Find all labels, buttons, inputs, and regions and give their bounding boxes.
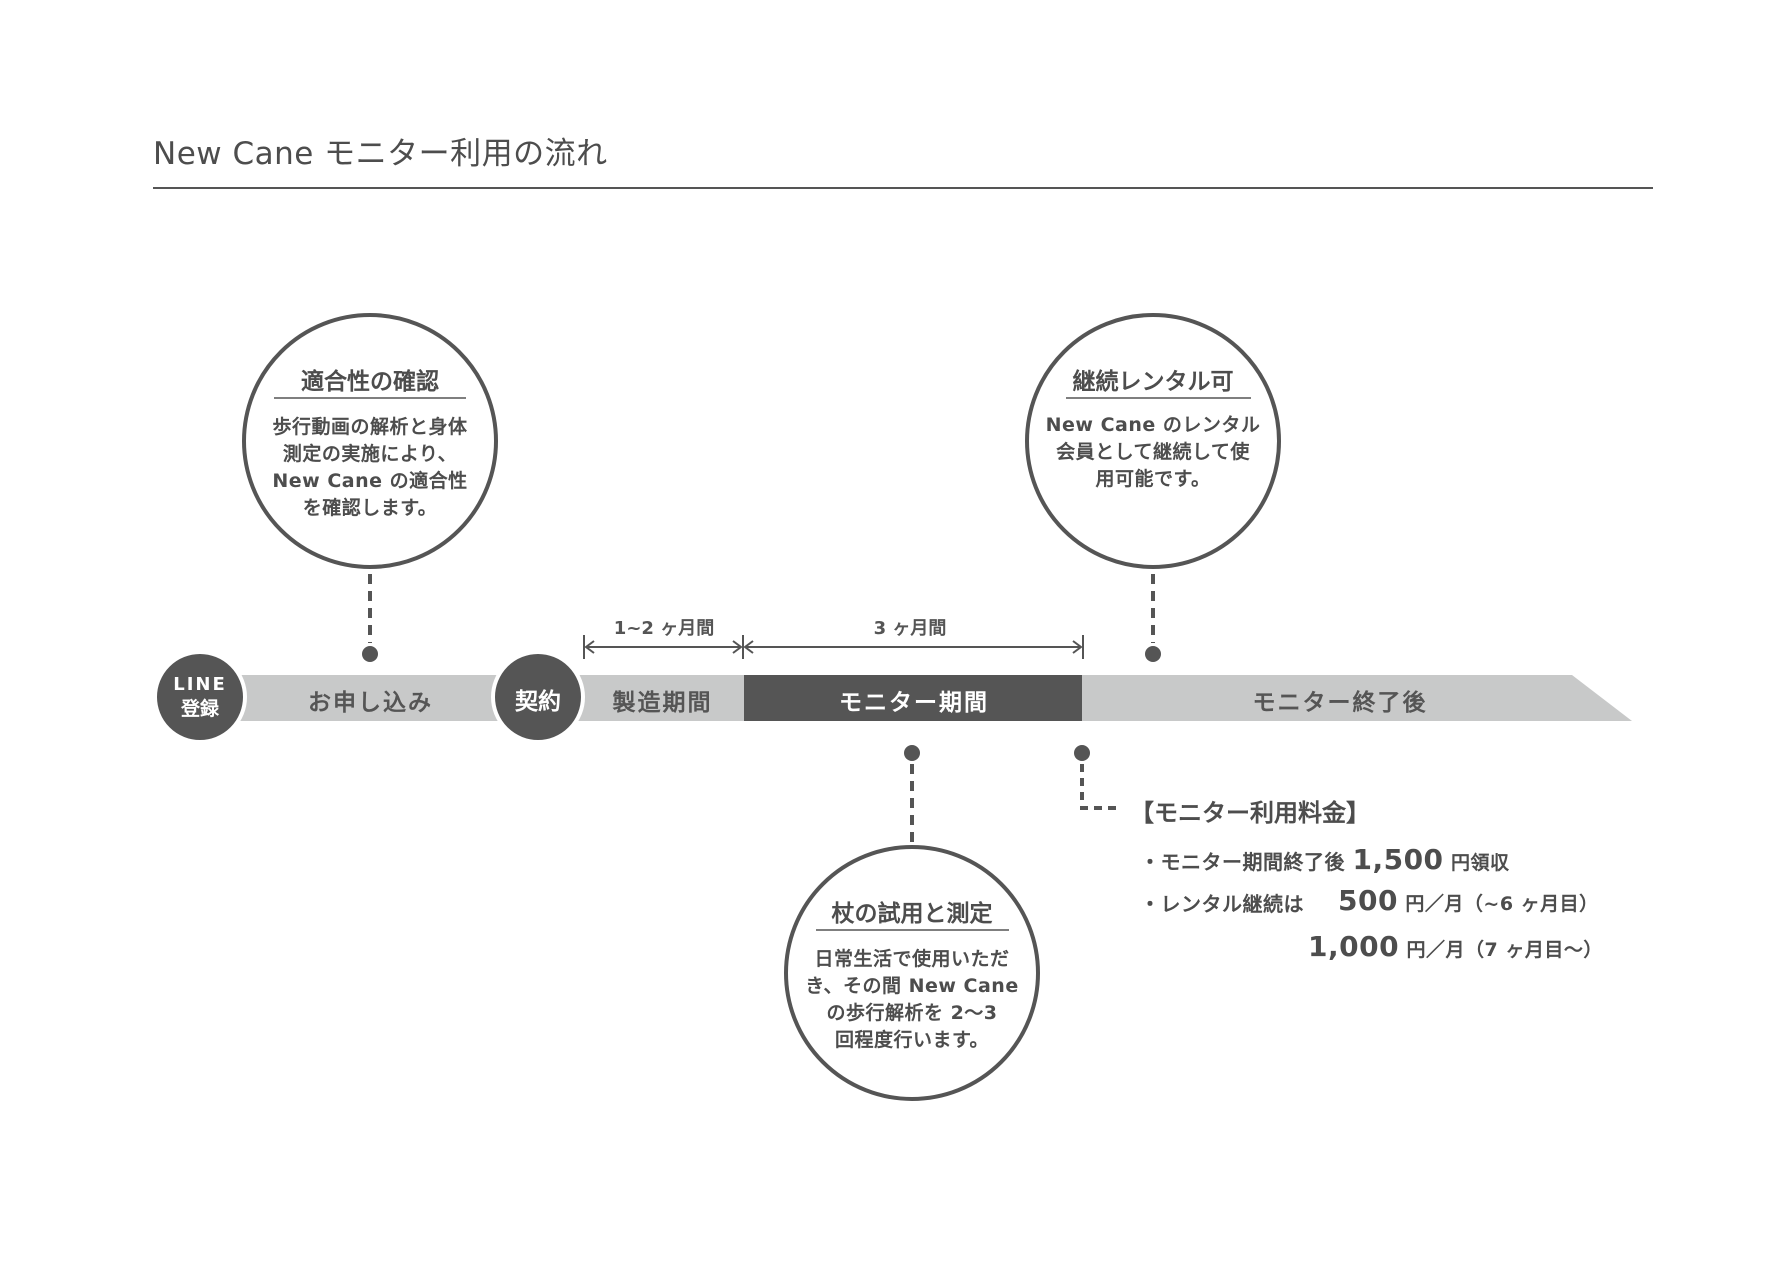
title-divider	[153, 187, 1653, 189]
fee-row-2-amount: 500	[1338, 884, 1398, 917]
trial-body: 日常生活で使用いただ き、その間 New Cane の歩行解析を 2〜3 回程度…	[787, 946, 1037, 1054]
compatibility-line: 測定の実施により、	[282, 443, 458, 465]
trial-title: 杖の試用と測定	[831, 901, 993, 927]
rental-line: 会員として継続して使	[1056, 441, 1250, 463]
trial-circle	[784, 845, 1040, 1101]
duration-arrow-manufacturing	[583, 635, 744, 659]
compatibility-body: 歩行動画の解析と身体 測定の実施により、 New Cane の適合性 を確認しま…	[250, 414, 490, 522]
rental-body: New Cane のレンタル 会員として継続して使 用可能です。	[1033, 412, 1273, 493]
fee-row-2-unit: 円／月（~6 ヶ月目）	[1405, 893, 1599, 915]
contract-badge: 契約	[515, 689, 561, 715]
page-title: New Cane モニター利用の流れ	[153, 136, 608, 172]
fee-row-3: 1,000 円／月（7 ヶ月目〜）	[1308, 930, 1603, 963]
fee-row-1-unit: 円領収	[1451, 852, 1510, 874]
duration-monitor: 3 ヶ月間	[873, 618, 947, 639]
trial-line: の歩行解析を 2〜3	[826, 1002, 998, 1024]
line-badge-circle	[153, 650, 247, 744]
compatibility-title: 適合性の確認	[301, 369, 439, 395]
contract-badge-circle	[491, 650, 585, 744]
monitor-label: モニター期間	[839, 690, 989, 716]
fee-row-1-label: ・モニター期間終了後	[1140, 850, 1345, 874]
compatibility-line: を確認します。	[302, 497, 438, 519]
rental-line: 用可能です。	[1095, 468, 1211, 490]
rental-line: New Cane のレンタル	[1045, 414, 1261, 436]
fee-row-3-amount: 1,000	[1308, 930, 1400, 963]
fee-row-2: ・レンタル継続は	[1140, 888, 1304, 917]
fee-dot	[1074, 745, 1090, 761]
trial-line: 回程度行います。	[834, 1029, 990, 1051]
trial-dot	[904, 745, 920, 761]
duration-arrow-monitor	[743, 635, 1084, 659]
line-badge: LINE 登録	[155, 673, 245, 721]
after-monitor-arrow	[1082, 675, 1632, 721]
after-monitor-label: モニター終了後	[1252, 690, 1428, 716]
fee-row-2-price: 500 円／月（~6 ヶ月目）	[1338, 884, 1599, 917]
fee-row-1: ・モニター期間終了後 1,500 円領収	[1140, 843, 1510, 876]
compatibility-circle	[242, 313, 498, 569]
fee-row-2-label: ・レンタル継続は	[1140, 892, 1304, 916]
compatibility-line: 歩行動画の解析と身体	[272, 416, 468, 438]
rental-dot	[1145, 646, 1161, 662]
manufacturing-bar	[565, 675, 745, 721]
line-badge-line2: 登録	[180, 698, 219, 720]
rental-circle	[1025, 313, 1281, 569]
fee-row-1-amount: 1,500	[1352, 843, 1444, 876]
line-badge-line1: LINE	[173, 674, 227, 695]
fee-connector	[1080, 764, 1118, 810]
apply-label: お申し込み	[308, 690, 433, 716]
trial-line: き、その間 New Cane	[805, 975, 1019, 997]
rental-title: 継続レンタル可	[1072, 369, 1234, 395]
compatibility-line: New Cane の適合性	[272, 470, 468, 492]
duration-manufacturing: 1~2 ヶ月間	[613, 618, 715, 639]
apply-bar	[238, 675, 500, 721]
trial-line: 日常生活で使用いただ	[814, 948, 1010, 970]
fee-row-3-unit: 円／月（7 ヶ月目〜）	[1406, 939, 1603, 961]
monitor-bar	[744, 675, 1084, 721]
compatibility-dot	[362, 646, 378, 662]
fee-heading: 【モニター利用料金】	[1130, 799, 1370, 827]
manufacturing-label: 製造期間	[612, 690, 713, 716]
